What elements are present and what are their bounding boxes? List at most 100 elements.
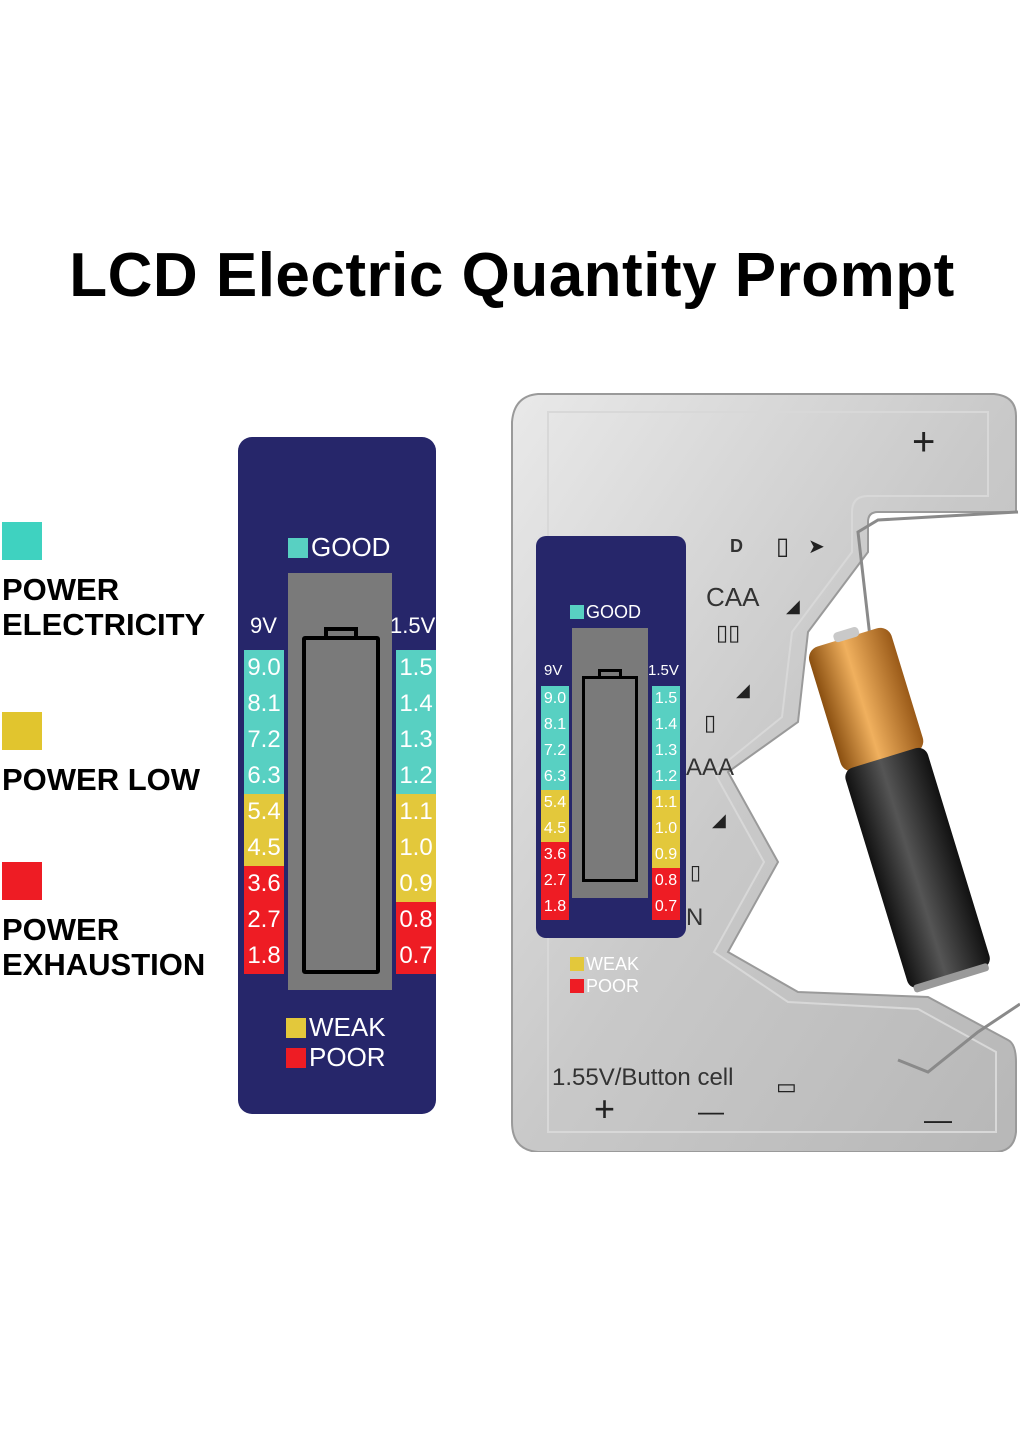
button-cell-slot-icon: ▭: [776, 1074, 797, 1099]
arrow-left-lower-icon: ◢: [712, 810, 726, 830]
scale-header-1-5v: 1.5V: [390, 613, 436, 638]
scale-9v-cell: 3.6: [244, 866, 284, 902]
scale-9v-cell: 6.3: [244, 758, 284, 794]
mini-scale-9v-cell: 5.4: [541, 790, 569, 816]
mini-scale-9v-cell: 1.8: [541, 894, 569, 920]
battery-cap-icon: [324, 627, 358, 640]
mini-scale-header-1-5v: 1.5V: [648, 662, 679, 679]
legend-item-exhaustion: POWER EXHAUSTION: [2, 862, 205, 982]
plus-symbol-button: +: [594, 1088, 616, 1129]
device-bevel: [547, 411, 997, 1133]
scale-1-5v-cell: 0.7: [396, 938, 436, 974]
legend-swatch-good: [2, 522, 42, 560]
mini-scale-1-5v-cell: 1.2: [652, 764, 680, 790]
legend-label: POWER ELECTRICITY: [2, 572, 206, 642]
label-button-cell: 1.55V/Button cell: [552, 1064, 734, 1091]
scale-1-5v-cell: 1.4: [396, 686, 436, 722]
good-indicator: GOOD: [288, 532, 390, 563]
page-title: LCD Electric Quantity Prompt: [69, 241, 955, 310]
battery-aaa-icon: ▯: [704, 710, 717, 735]
mini-scale-1-5v-cell: 0.8: [652, 868, 680, 894]
battery-d-icon: ▯: [776, 533, 790, 560]
mini-scale-9v-cell: 4.5: [541, 816, 569, 842]
mini-scale-9v-cell: 3.6: [541, 842, 569, 868]
minus-symbol-button: —: [698, 1096, 724, 1126]
mini-scale-9v-cell: 9.0: [541, 686, 569, 712]
label-d: D: [730, 536, 743, 556]
mini-scale-1-5v-cell: 1.4: [652, 712, 680, 738]
scale-9v-cell: 7.2: [244, 722, 284, 758]
scale-1-5v-cell: 1.3: [396, 722, 436, 758]
mini-scale-1-5v-cell: 1.3: [652, 738, 680, 764]
minus-symbol-bottom: —: [924, 1104, 952, 1135]
label-n: N: [686, 904, 704, 931]
scale-9v-cell: 1.8: [244, 938, 284, 974]
scale-1-5v-cell: 1.1: [396, 794, 436, 830]
mini-scale-1-5v-cell: 0.7: [652, 894, 680, 920]
mini-battery-icon: [582, 676, 638, 882]
poor-indicator: POOR: [286, 1042, 386, 1073]
weak-square: [286, 1018, 306, 1038]
mini-poor-label: POOR: [586, 976, 640, 996]
scale-9v-cell: 9.0: [244, 650, 284, 686]
mini-scale-1-5v-cell: 1.5: [652, 686, 680, 712]
scale-9v-cell: 4.5: [244, 830, 284, 866]
label-caa: CAA: [706, 582, 760, 612]
legend-item-electricity: POWER ELECTRICITY: [2, 522, 205, 642]
label-aaa: AAA: [686, 754, 735, 781]
mini-scale-9v-cell: 2.7: [541, 868, 569, 894]
battery-n-icon: ▯: [690, 862, 702, 884]
scale-9v-cell: 8.1: [244, 686, 284, 722]
legend-swatch-weak: [2, 712, 42, 750]
scale-header-9v: 9V: [250, 613, 277, 638]
mini-poor-square: [570, 979, 584, 993]
battery-icon: [302, 636, 380, 974]
top-wire: [856, 510, 1019, 638]
mini-good-square: [570, 605, 584, 619]
legend-item-low: POWER LOW: [2, 712, 200, 797]
good-label: GOOD: [311, 532, 391, 562]
mini-battery-cap-icon: [598, 669, 622, 679]
mini-scale-1-5v-cell: 1.1: [652, 790, 680, 816]
mini-poor-indicator: POOR: [570, 976, 639, 997]
battery-c-aa-icon: ▯▯: [716, 620, 741, 645]
legend-label: POWER LOW: [2, 762, 201, 797]
mini-scale-1-5v-cell: 0.9: [652, 842, 680, 868]
scale-1-5v-cell: 0.9: [396, 866, 436, 902]
scale-1-5v-cell: 1.0: [396, 830, 436, 866]
arrow-down-left-icon: ◢: [786, 596, 800, 616]
weak-indicator: WEAK: [286, 1012, 386, 1043]
scale-9v-cell: 5.4: [244, 794, 284, 830]
legend-label: POWER EXHAUSTION: [2, 912, 206, 982]
plus-symbol-top: +: [912, 420, 936, 464]
mini-scale-9v-cell: 7.2: [541, 738, 569, 764]
legend-swatch-poor: [2, 862, 42, 900]
scale-1-5v-cell: 1.2: [396, 758, 436, 794]
poor-square: [286, 1048, 306, 1068]
scale-9v-cell: 2.7: [244, 902, 284, 938]
weak-label: WEAK: [309, 1012, 386, 1042]
arrow-right-icon: ➤: [808, 536, 825, 558]
mini-scale-9v-cell: 8.1: [541, 712, 569, 738]
mini-weak-indicator: WEAK: [570, 954, 639, 975]
aa-battery: [808, 626, 990, 993]
mini-good-indicator: GOOD: [570, 602, 641, 623]
bottom-wire: [897, 1002, 1020, 1074]
mini-good-label: GOOD: [586, 602, 642, 622]
mini-scale-9v-cell: 6.3: [541, 764, 569, 790]
poor-label: POOR: [309, 1042, 386, 1072]
mini-scale-header-9v: 9V: [544, 662, 563, 679]
mini-scale-1-5v-cell: 1.0: [652, 816, 680, 842]
mini-weak-label: WEAK: [586, 954, 640, 974]
scale-1-5v-cell: 1.5: [396, 650, 436, 686]
scale-1-5v-cell: 0.8: [396, 902, 436, 938]
arrow-left-icon: ◢: [736, 680, 750, 700]
good-square: [288, 538, 308, 558]
